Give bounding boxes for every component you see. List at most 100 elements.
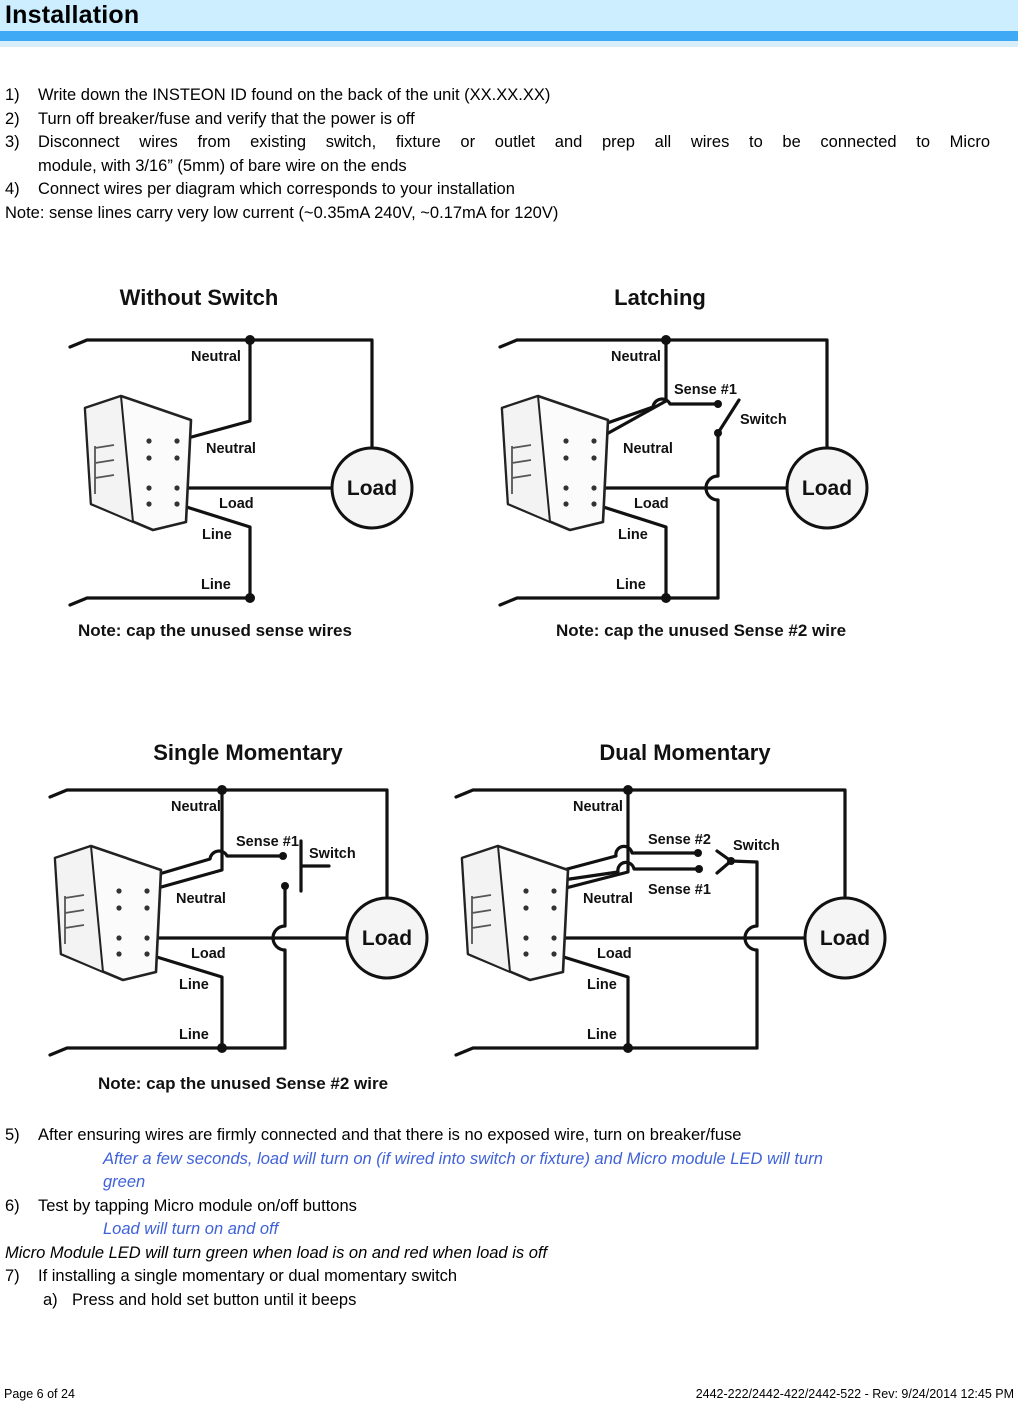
load-circle — [785, 446, 869, 530]
diagram-note: Note: cap the unused Sense #2 wire — [556, 621, 846, 640]
step-3-text-line2: module, with 3/16” (5mm) of bare wire on… — [38, 156, 407, 175]
page-title: Installation — [5, 1, 140, 29]
load-circle — [330, 446, 414, 530]
diagram-dual-momentary: Dual Momentary Load Neutral Sense #2 Swi… — [454, 740, 887, 1057]
header-stripe — [0, 31, 1018, 41]
step-6: 6)Test by tapping Micro module on/off bu… — [5, 1195, 1015, 1219]
step-5-text: After ensuring wires are firmly connecte… — [38, 1126, 742, 1144]
load-circle-label: Load — [802, 477, 852, 500]
label-load: Load — [634, 496, 669, 512]
micro-module-illustration — [53, 844, 163, 982]
label-neutral-top: Neutral — [191, 349, 241, 365]
wires — [68, 335, 374, 607]
micro-module-illustration — [83, 394, 193, 532]
switch-contact-dot — [694, 849, 702, 857]
label-line-2: Line — [616, 577, 646, 593]
label-line-1: Line — [202, 527, 232, 543]
label-neutral-top: Neutral — [573, 799, 623, 815]
step-3-number: 3) — [5, 133, 20, 151]
step-6-result: Load will turn on and off — [103, 1220, 279, 1238]
switch-contact-dot — [714, 429, 722, 437]
label-line-1: Line — [618, 527, 648, 543]
load-circle-label: Load — [347, 477, 397, 500]
junction-dot — [661, 335, 671, 345]
footer-page-number: Page 6 of 24 — [4, 1387, 75, 1401]
diagram-without-switch: Without Switch Load Neutral Neutral Load… — [68, 285, 414, 640]
junction-dot — [623, 785, 633, 795]
diagram-title: Dual Momentary — [599, 740, 771, 765]
diagram-single-momentary: Single Momentary Load Neutral Sense #1 S… — [48, 740, 429, 1093]
wires — [454, 785, 847, 1057]
led-note: Micro Module LED will turn green when lo… — [5, 1243, 548, 1262]
label-neutral-module: Neutral — [583, 891, 633, 907]
label-line-2: Line — [587, 1027, 617, 1043]
label-sense-1: Sense #1 — [648, 882, 711, 898]
junction-dot — [217, 1043, 227, 1053]
junction-dot — [245, 593, 255, 603]
step-5: 5) After ensuring wires are firmly connec… — [5, 1124, 1015, 1148]
step-1: 1) Write down the INSTEON ID found on the… — [5, 84, 1013, 108]
diagram-note: Note: cap the unused Sense #2 wire — [98, 1074, 388, 1093]
wires — [48, 785, 389, 1057]
installation-steps-top: 1) Write down the INSTEON ID found on the… — [5, 84, 1013, 225]
label-line-2: Line — [201, 577, 231, 593]
step-7-number: 7) — [5, 1267, 20, 1285]
wires — [498, 335, 829, 607]
footer-revision: 2442-222/2442-422/2442-522 - Rev: 9/24/2… — [695, 1387, 1014, 1401]
header-band — [0, 0, 1018, 31]
junction-dot — [217, 785, 227, 795]
junction-dot — [245, 335, 255, 345]
label-line-2: Line — [179, 1027, 209, 1043]
load-circle-label: Load — [820, 927, 870, 950]
step-5-result-line2: green — [103, 1173, 146, 1191]
switch-contact-dot — [714, 400, 722, 408]
switch-contact-dot — [695, 865, 703, 873]
step-5-result-line1: After a few seconds, load will turn on (… — [103, 1149, 823, 1168]
step-4: 4) Connect wires per diagram which corres… — [5, 178, 1013, 202]
label-line-1: Line — [587, 977, 617, 993]
step-4-text: Connect wires per diagram which correspo… — [38, 180, 515, 198]
label-switch: Switch — [740, 412, 787, 428]
step-2: 2)Turn off breaker/fuse and verify that … — [5, 108, 1013, 132]
sense-current-note: Note: sense lines carry very low current… — [5, 203, 559, 222]
step-2-text: Turn off breaker/fuse and verify that th… — [38, 109, 415, 128]
load-circle-label: Load — [362, 927, 412, 950]
label-switch: Switch — [309, 846, 356, 862]
step-7: 7) If installing a single momentary or du… — [5, 1265, 1015, 1289]
step-3: 3) Disconnect wires from existing switch,… — [5, 131, 1013, 178]
step-5-number: 5) — [5, 1126, 20, 1144]
diagram-latching: Latching Load Neutral Sense #1 Switch Ne… — [498, 285, 869, 640]
step-6-text: Test by tapping Micro module on/off butt… — [38, 1196, 357, 1215]
load-circle — [803, 896, 887, 980]
step-1-number: 1) — [5, 86, 20, 104]
label-neutral-top: Neutral — [171, 799, 221, 815]
label-switch: Switch — [733, 838, 780, 854]
diagram-title: Single Momentary — [153, 740, 343, 765]
label-line-1: Line — [179, 977, 209, 993]
label-neutral-module: Neutral — [206, 441, 256, 457]
step-7a-text: Press and hold set button until it beeps — [72, 1290, 357, 1309]
switch-contact-dot — [279, 852, 287, 860]
label-sense-1: Sense #1 — [674, 382, 737, 398]
junction-dot — [623, 1043, 633, 1053]
label-load: Load — [597, 946, 632, 962]
diagram-title: Without Switch — [120, 285, 279, 310]
step-7a-number: a) — [43, 1290, 58, 1309]
step-4-number: 4) — [5, 180, 20, 198]
load-circle — [345, 896, 429, 980]
micro-module-illustration — [500, 394, 610, 532]
header-stripe-light — [0, 41, 1018, 47]
step-7-text: If installing a single momentary or dual… — [38, 1267, 458, 1285]
step-1-text: Write down the INSTEON ID found on the b… — [38, 86, 551, 104]
installation-steps-bottom: 5) After ensuring wires are firmly connec… — [5, 1124, 1015, 1312]
label-load: Load — [219, 496, 254, 512]
diagram-title: Latching — [614, 285, 706, 310]
label-neutral-top: Neutral — [611, 349, 661, 365]
junction-dot — [661, 593, 671, 603]
switch-contact-dot — [281, 882, 289, 890]
micro-module-illustration — [460, 844, 570, 982]
step-3-text-line1: Disconnect wires from existing switch, f… — [38, 133, 990, 151]
label-sense-2: Sense #2 — [648, 832, 711, 848]
label-neutral-module: Neutral — [176, 891, 226, 907]
